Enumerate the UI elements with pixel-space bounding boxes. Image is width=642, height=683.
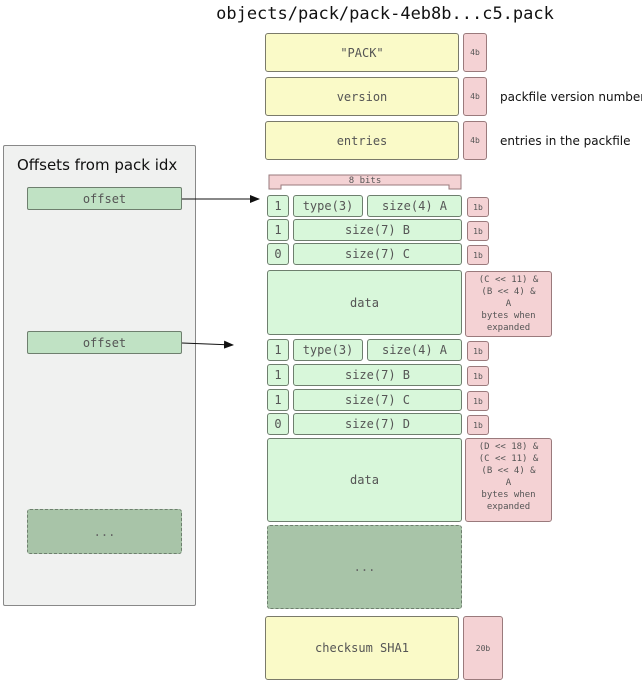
object1-note-line: expanded: [486, 323, 531, 333]
entries-label: entries: [336, 133, 388, 148]
version-size-label: 4b: [470, 92, 480, 101]
checksum-size: 20b: [463, 616, 503, 680]
object2-byte-size-1: 1b: [467, 341, 489, 361]
object1-size-a: size(4) A: [367, 195, 462, 217]
checksum-size-label: 20b: [475, 643, 491, 653]
bits-bar-shape: [268, 174, 462, 190]
object1-type-label: type(3): [302, 199, 354, 213]
object1-byte-size-1: 1b: [467, 197, 489, 217]
object1-msb-2: 1: [267, 219, 289, 241]
object2-msb-4-label: 0: [274, 417, 282, 431]
object2-size-d: size(7) D: [293, 413, 462, 435]
object2-note-line: expanded: [486, 502, 531, 512]
object2-size-a-label: size(4) A: [381, 343, 448, 357]
bits-label: 8 bits: [348, 176, 382, 186]
object1-size-c-label: size(7) C: [344, 247, 411, 261]
object2-msb-1: 1: [267, 339, 289, 361]
entries-note: entries in the packfile: [500, 134, 631, 148]
version-note: packfile version number: [500, 90, 642, 104]
object2-byte-size-2-label: 1b: [473, 371, 483, 381]
pack-signature-size: 4b: [463, 33, 487, 72]
checksum-field: checksum SHA1: [265, 616, 459, 680]
object2-size-a: size(4) A: [367, 339, 462, 361]
offset-entry-1-label: offset: [82, 191, 127, 206]
object2-size-b: size(7) B: [293, 364, 462, 386]
object1-size-c: size(7) C: [293, 243, 462, 265]
object2-byte-size-3-label: 1b: [473, 396, 483, 406]
object2-note-line: (D << 18) &: [478, 442, 539, 452]
offset-entry-more-label: ...: [93, 524, 116, 539]
offset-entry-more: ...: [27, 509, 182, 554]
more-objects-block: ...: [267, 525, 462, 609]
version-field: version: [265, 77, 459, 116]
object1-byte-size-2-label: 1b: [473, 226, 483, 236]
object2-type-label: type(3): [302, 343, 354, 357]
object2-msb-2: 1: [267, 364, 289, 386]
object1-note-line: (C << 11) &: [478, 275, 539, 285]
offset-entry-2-label: offset: [82, 335, 127, 350]
pack-signature-label: "PACK": [340, 45, 384, 60]
object1-type: type(3): [293, 195, 363, 217]
object1-note-line: A: [505, 299, 512, 309]
object2-size-d-label: size(7) D: [344, 417, 411, 431]
object2-data: data: [267, 438, 462, 522]
object1-data-label: data: [350, 295, 379, 310]
object2-size-c-label: size(7) C: [344, 393, 411, 407]
object1-note-line: (B << 4) &: [481, 287, 536, 297]
object2-expanded-size-note: (D << 18) & (C << 11) & (B << 4) & A byt…: [465, 438, 552, 522]
object2-size-b-label: size(7) B: [344, 368, 411, 382]
object1-byte-size-3-label: 1b: [473, 250, 483, 260]
object2-note-line: (C << 11) &: [478, 454, 539, 464]
diagram-title: objects/pack/pack-4eb8b...c5.pack: [216, 4, 554, 24]
object2-byte-size-4-label: 1b: [473, 420, 483, 430]
checksum-label: checksum SHA1: [315, 641, 409, 655]
object1-expanded-size-note: (C << 11) & (B << 4) & A bytes when expa…: [465, 271, 552, 337]
object1-msb-1: 1: [267, 195, 289, 217]
object1-msb-1-label: 1: [274, 199, 282, 213]
object2-note-line: (B << 4) &: [481, 466, 536, 476]
entries-field: entries: [265, 121, 459, 160]
object2-byte-size-4: 1b: [467, 415, 489, 435]
object1-msb-2-label: 1: [274, 223, 282, 237]
object1-note-line: bytes when: [481, 311, 536, 321]
object1-size-b-label: size(7) B: [344, 223, 411, 237]
object1-byte-size-2: 1b: [467, 221, 489, 241]
bits-bar: [268, 174, 462, 190]
object2-byte-size-3: 1b: [467, 391, 489, 411]
pack-signature-field: "PACK": [265, 33, 459, 72]
version-size: 4b: [463, 77, 487, 116]
object2-msb-4: 0: [267, 413, 289, 435]
object2-msb-3: 1: [267, 389, 289, 411]
offset-entry-1: offset: [27, 187, 182, 210]
object2-msb-2-label: 1: [274, 368, 282, 382]
object2-size-c: size(7) C: [293, 389, 462, 411]
object2-data-label: data: [350, 473, 379, 487]
entries-size: 4b: [463, 121, 487, 160]
more-objects-label: ...: [353, 560, 376, 574]
object1-size-b: size(7) B: [293, 219, 462, 241]
object2-msb-1-label: 1: [274, 343, 282, 357]
pack-signature-size-label: 4b: [470, 48, 480, 57]
object1-msb-3-label: 0: [274, 247, 282, 261]
object1-size-a-label: size(4) A: [381, 199, 448, 213]
object2-msb-3-label: 1: [274, 393, 282, 407]
offset-entry-2: offset: [27, 331, 182, 354]
offset-arrow-2: [181, 340, 234, 349]
object2-type: type(3): [293, 339, 363, 361]
version-label: version: [336, 89, 388, 104]
object1-byte-size-3: 1b: [467, 245, 489, 265]
object2-byte-size-1-label: 1b: [473, 346, 483, 356]
object1-byte-size-1-label: 1b: [473, 202, 483, 212]
entries-size-label: 4b: [470, 136, 480, 145]
object2-byte-size-2: 1b: [467, 366, 489, 386]
object2-note-line: bytes when: [481, 490, 536, 500]
object1-msb-3: 0: [267, 243, 289, 265]
object2-note-line: A: [505, 478, 512, 488]
pack-idx-panel-title: Offsets from pack idx: [17, 156, 178, 174]
object1-data: data: [267, 270, 462, 335]
